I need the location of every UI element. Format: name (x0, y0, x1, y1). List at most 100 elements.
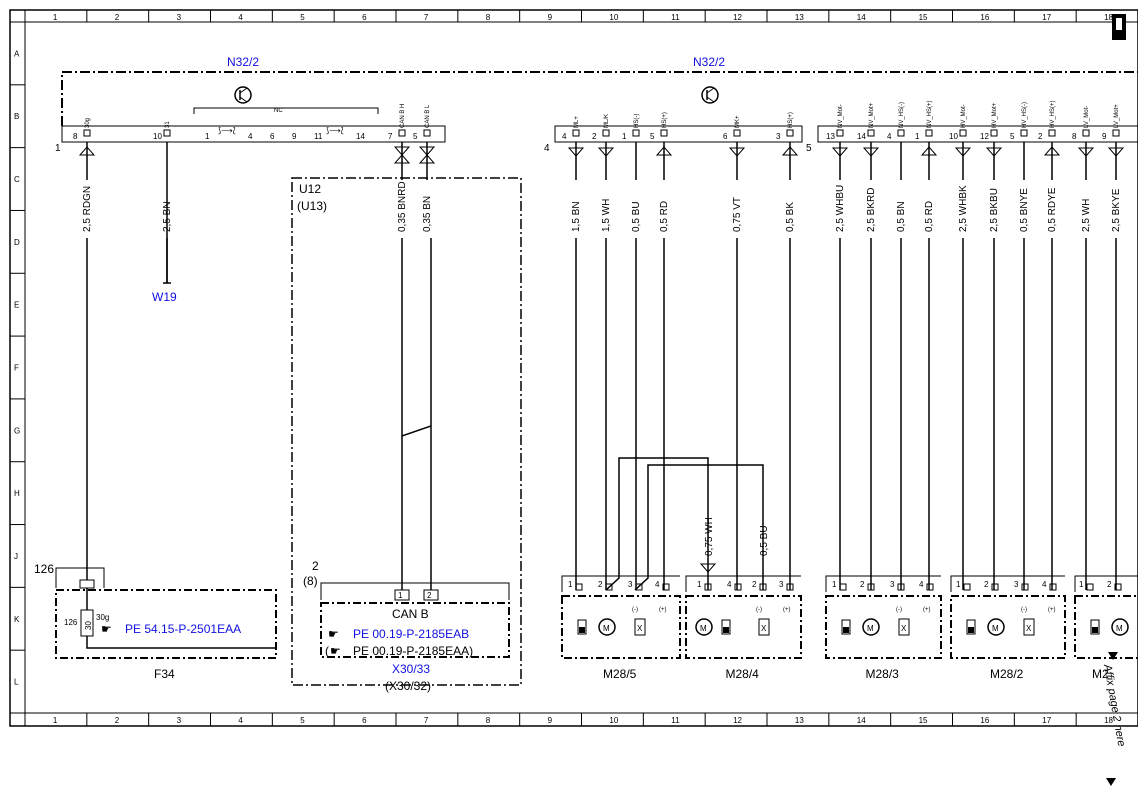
switch-icon-fill (723, 627, 729, 633)
wire-label: 2,5 BKRD (866, 188, 877, 232)
grid-row-label: E (14, 301, 19, 310)
pin-number: 4 (562, 132, 567, 141)
grid-col-label: 5 (300, 716, 305, 725)
motor-pin-terminal (839, 583, 847, 591)
grid-col-label: 3 (177, 13, 182, 22)
pin-terminal (733, 129, 741, 137)
switch-icon-fill (579, 627, 585, 633)
grid-row-label: D (14, 238, 20, 247)
motor-plus-label: (+) (923, 607, 931, 613)
motor-box (825, 595, 942, 659)
motor-pin-terminal (1114, 583, 1122, 591)
m28-4-wire-2: 0,5 BU (759, 525, 770, 556)
pin-signal-name: 31 (165, 121, 171, 128)
wire-label: 1,5 WH (601, 199, 612, 232)
motor-pin-num: 1 (832, 580, 837, 589)
motor-pin-num: 1 (697, 580, 702, 589)
x30-ref2-prefix: ( (325, 644, 329, 658)
motor-pin-terminal (786, 583, 794, 591)
x30-ref2-text: PE 00.19-P-2185EAA) (353, 644, 473, 658)
pin-terminal (1082, 129, 1090, 137)
switch-icon (577, 619, 587, 635)
motor-icon-letter: M (1116, 624, 1123, 633)
ground-arrow-icon (699, 563, 717, 573)
u13-label: (U13) (297, 199, 327, 213)
grid-row-label: F (14, 364, 19, 373)
sensor-icon-letter: X (637, 624, 643, 633)
pointer-hand-icon: ☛ (101, 622, 112, 636)
motor-pin-num: 2 (598, 580, 603, 589)
pin-number: 10 (153, 132, 162, 141)
wire-label: 2,5 BKYE (1111, 188, 1122, 232)
connector-strip-5 (817, 125, 1138, 143)
pin-terminal (867, 129, 875, 137)
motor-box (1074, 595, 1138, 659)
switch-icon (966, 619, 976, 635)
grid-row-label: J (14, 552, 18, 561)
switch-icon (721, 619, 731, 635)
x30-connector-housing (320, 582, 510, 600)
pin-number: 12 (980, 132, 989, 141)
wire-label: 2,5 WHBK (958, 185, 969, 232)
sensor-icon-letter: X (901, 624, 907, 633)
motor-pin-num: 4 (919, 580, 924, 589)
pin-terminal (83, 129, 91, 137)
pin-terminal (423, 129, 431, 137)
grid-row-label: K (14, 615, 20, 624)
frame-border (9, 9, 1138, 727)
pin-terminal (1020, 129, 1028, 137)
pointer-hand-icon: ☛ (330, 644, 341, 658)
x30-pin-2-box (423, 589, 439, 601)
motor-pin-terminal (635, 583, 643, 591)
x30-pin-1-box (394, 589, 410, 601)
motor-pin-terminal (759, 583, 767, 591)
grid-col-label: 16 (980, 13, 989, 22)
f34-t30g: 30g (96, 613, 109, 622)
motor-box (950, 595, 1066, 659)
grid-row-label: A (14, 49, 20, 58)
f34-ref-link[interactable]: PE 54.15-P-2501EAA (125, 622, 241, 636)
motor-pin-num: 4 (727, 580, 732, 589)
cross-wire-a (605, 457, 709, 591)
switch-icon (841, 619, 851, 635)
wire-label: 0,5 RDYE (1047, 187, 1058, 232)
pin-signal-name: CAN B L (425, 104, 431, 128)
x30-ref1-link[interactable]: PE 00.19-P-2185EAB (353, 627, 469, 641)
motor-plus-label: (+) (783, 607, 791, 613)
nc-bridge-icon: ⟆⟶⟅ (326, 126, 344, 135)
motor-icon (598, 618, 616, 636)
grid-col-label: 14 (857, 716, 866, 725)
pin-terminal (572, 129, 580, 137)
motor-pin-num: 2 (984, 580, 989, 589)
x30-pin2: 2 (312, 559, 319, 573)
pin-signal-name: ML/K (604, 114, 610, 128)
motor-icon (987, 618, 1005, 636)
pin-signal-name: HS(-) (634, 114, 640, 128)
grid-col-label: 8 (486, 716, 491, 725)
motor-box (561, 595, 681, 659)
pin-terminal (925, 129, 933, 137)
grid-col-label: 11 (671, 716, 680, 725)
pin-number: 4 (887, 132, 892, 141)
grid-col-label: 17 (1042, 716, 1051, 725)
motor-plus-label: (+) (659, 607, 667, 613)
grid-col-label: 5 (300, 13, 305, 22)
motor-pin-terminal (1021, 583, 1029, 591)
wire-label: 2,5 WHBU (835, 185, 846, 232)
connector-label-5: 5 (806, 143, 812, 154)
transistor-icon (701, 86, 719, 104)
x30-alt-label: (X30/32) (385, 679, 431, 693)
grid-col-label: 18 (1104, 13, 1113, 22)
pin-terminal (1112, 129, 1120, 137)
fuse-icon (80, 609, 94, 637)
pin-number: 8 (1072, 132, 1077, 141)
grid-col-label: 12 (733, 716, 742, 725)
wire-label: 0,35 BNRD (397, 181, 408, 232)
motor-pin-num: 3 (890, 580, 895, 589)
motor-pin-terminal (897, 583, 905, 591)
connector-label-4: 4 (544, 143, 550, 154)
f34-pin-box (79, 579, 95, 589)
motor-connector (825, 575, 941, 592)
pin-terminal (398, 129, 406, 137)
pin-terminal (959, 129, 967, 137)
